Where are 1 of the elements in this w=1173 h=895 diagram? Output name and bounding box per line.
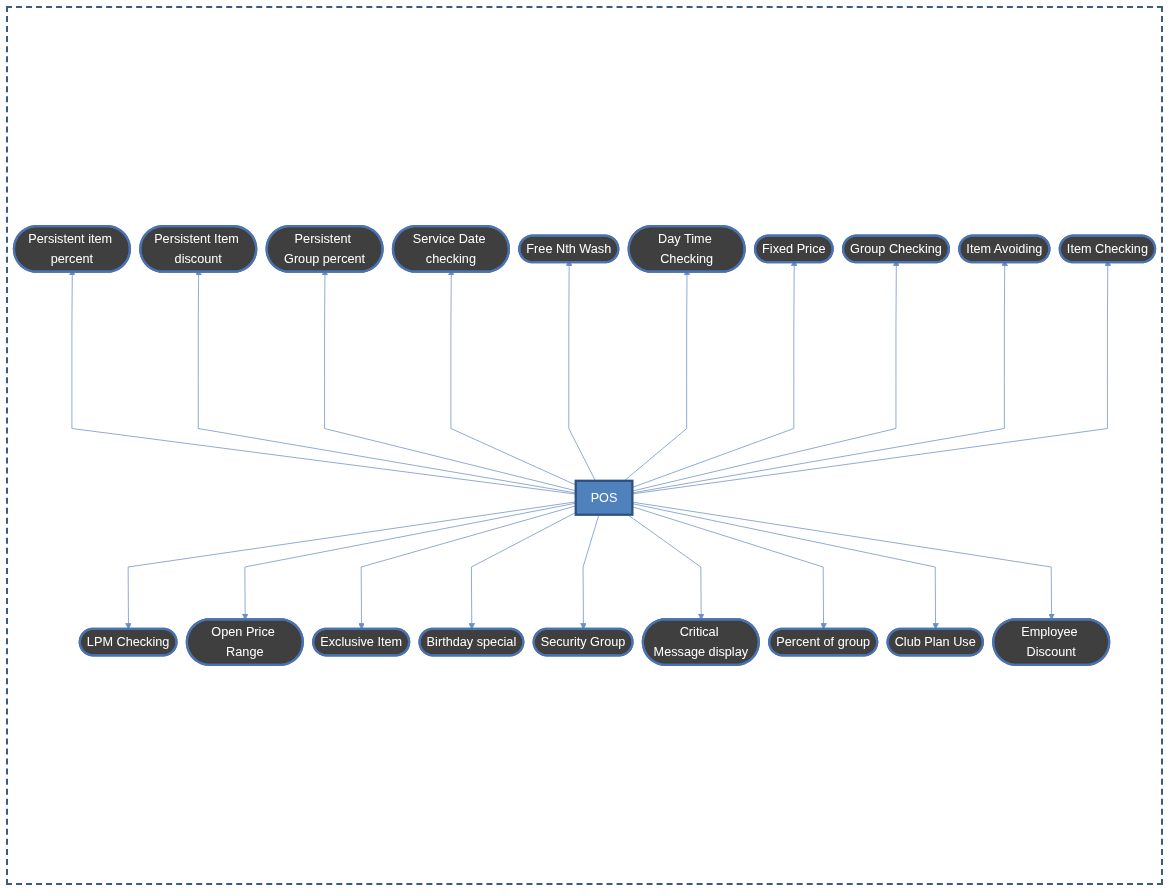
node-box: POS bbox=[574, 479, 634, 516]
